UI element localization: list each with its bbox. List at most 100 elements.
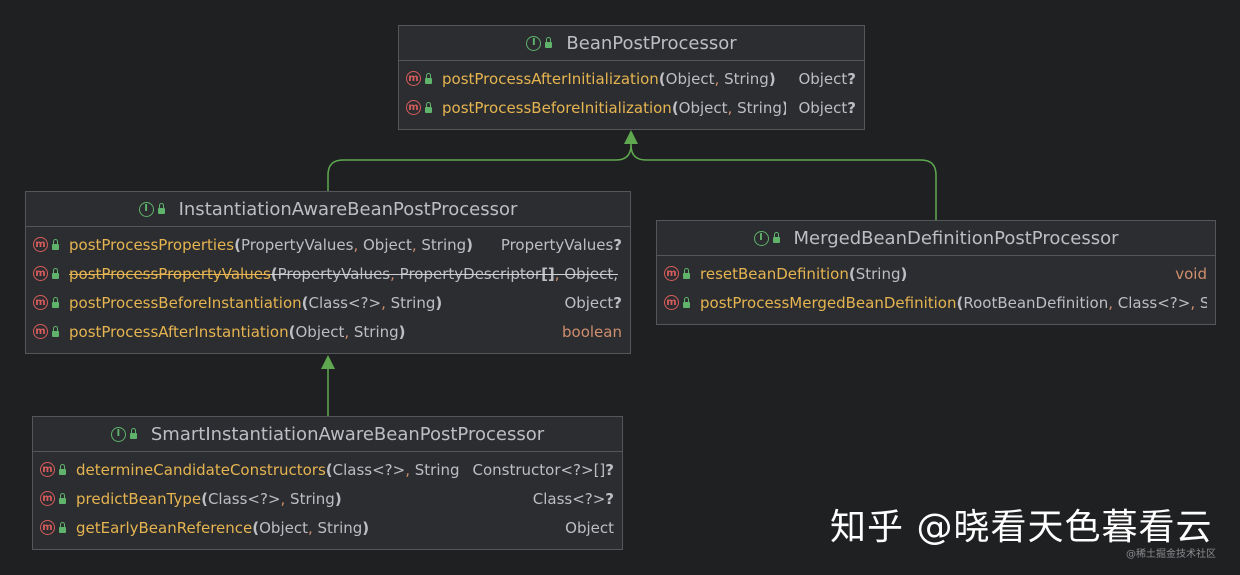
public-lock-icon xyxy=(545,37,553,48)
class-header: I SmartInstantiationAwareBeanPostProcess… xyxy=(33,417,622,452)
public-lock-icon xyxy=(157,203,165,214)
return-type: Class<?>? xyxy=(532,489,614,508)
method-row[interactable]: m predictBeanType(Class<?>, String) Clas… xyxy=(33,484,622,513)
public-lock-icon xyxy=(129,428,137,439)
class-name: InstantiationAwareBeanPostProcessor xyxy=(178,198,518,220)
method-row[interactable]: m postProcessBeforeInstantiation(Class<?… xyxy=(26,288,630,317)
method-name: postProcessAfterInitialization xyxy=(442,69,659,88)
watermark-zhihu: 知乎 @晓看天色暮看云 xyxy=(830,507,1213,548)
edge-iabpp-to-bpp xyxy=(327,140,632,191)
method-name: postProcessPropertyValues xyxy=(69,264,271,283)
return-type: PropertyValues? xyxy=(500,235,622,254)
method-row-deprecated[interactable]: m postProcessPropertyValues(PropertyValu… xyxy=(26,259,630,288)
return-type: Object? xyxy=(564,293,622,312)
method-row[interactable]: m resetBeanDefinition(String) void xyxy=(657,259,1215,288)
method-icon: m xyxy=(664,295,679,310)
return-type: Object? xyxy=(798,69,856,88)
method-icon: m xyxy=(33,266,48,281)
class-header: I BeanPostProcessor xyxy=(399,26,864,61)
public-lock-icon xyxy=(52,238,59,250)
interface-icon: I xyxy=(526,35,542,51)
class-box-merged-bean-definition-post-processor[interactable]: I MergedBeanDefinitionPostProcessor m re… xyxy=(656,220,1216,325)
method-row[interactable]: m postProcessProperties(PropertyValues, … xyxy=(26,230,630,259)
watermark-juejin: @稀土掘金技术社区 xyxy=(1126,549,1216,560)
param-type: Object xyxy=(678,98,728,117)
class-box-bean-post-processor[interactable]: I BeanPostProcessor m postProcessAfterIn… xyxy=(398,25,865,130)
interface-icon: I xyxy=(138,201,154,217)
method-icon: m xyxy=(406,100,421,115)
param-type: Class<?> xyxy=(207,489,281,508)
method-name: postProcessAfterInstantiation xyxy=(69,322,289,341)
public-lock-icon xyxy=(683,267,690,279)
return-type: Constructor<?>[]? xyxy=(472,460,614,479)
param-type: Object xyxy=(259,518,308,537)
param-type: String xyxy=(855,264,901,283)
method-icon: m xyxy=(40,491,55,506)
param-type: Object xyxy=(665,69,715,88)
param-type: Class<?> xyxy=(332,460,406,479)
method-icon: m xyxy=(40,520,55,535)
public-lock-icon xyxy=(59,492,66,504)
public-lock-icon xyxy=(772,232,780,243)
interface-icon: I xyxy=(110,426,126,442)
public-lock-icon xyxy=(59,521,66,533)
public-lock-icon xyxy=(425,72,432,84)
method-name: postProcessBeforeInitialization xyxy=(442,98,672,117)
class-box-instantiation-aware-bean-post-processor[interactable]: I InstantiationAwareBeanPostProcessor m … xyxy=(25,191,631,354)
param-type: Object xyxy=(295,322,345,341)
class-name: BeanPostProcessor xyxy=(566,32,737,54)
param-type: PropertyValues xyxy=(240,235,354,254)
param-type: Object xyxy=(363,235,412,254)
class-box-smart-instantiation-aware-bean-post-processor[interactable]: I SmartInstantiationAwareBeanPostProcess… xyxy=(32,416,623,550)
method-row[interactable]: m postProcessAfterInstantiation(Object, … xyxy=(26,317,630,346)
public-lock-icon xyxy=(52,325,59,337)
method-row[interactable]: m postProcessMergedBeanDefinition(RootBe… xyxy=(657,288,1215,317)
public-lock-icon xyxy=(425,101,432,113)
method-name: predictBeanType xyxy=(76,489,202,508)
class-header: I InstantiationAwareBeanPostProcessor xyxy=(26,192,630,227)
class-header: I MergedBeanDefinitionPostProcessor xyxy=(657,221,1215,256)
method-icon: m xyxy=(33,324,48,339)
return-type: boolean xyxy=(562,322,622,341)
method-row[interactable]: m postProcessBeforeInitialization(Object… xyxy=(399,93,864,122)
param-type: String xyxy=(414,460,460,479)
return-type: void xyxy=(1175,264,1207,283)
method-icon: m xyxy=(664,266,679,281)
method-name: postProcessProperties xyxy=(69,235,235,254)
param-type: String xyxy=(421,235,467,254)
method-row[interactable]: m getEarlyBeanReference(Object, String) … xyxy=(33,513,622,542)
method-name: determineCandidateConstructors xyxy=(76,460,326,479)
param-type: String xyxy=(737,98,782,117)
method-icon: m xyxy=(33,237,48,252)
param-type: Class<?> xyxy=(308,293,382,312)
interface-icon: I xyxy=(753,230,769,246)
method-name: postProcessBeforeInstantiation xyxy=(69,293,302,312)
param-type: St xyxy=(1200,294,1207,312)
public-lock-icon xyxy=(683,296,690,308)
method-icon: m xyxy=(33,295,48,310)
param-type: String xyxy=(290,489,335,508)
param-type: Object, xyxy=(564,264,618,283)
param-type: String xyxy=(317,518,363,537)
method-row[interactable]: m determineCandidateConstructors(Class<?… xyxy=(33,455,622,484)
return-type: Object? xyxy=(798,98,856,117)
class-name: MergedBeanDefinitionPostProcessor xyxy=(793,227,1119,249)
param-type: PropertyValues xyxy=(277,264,391,283)
arrow-to-bpp xyxy=(624,130,638,144)
param-type: PropertyDescriptor xyxy=(399,264,542,283)
method-row[interactable]: m postProcessAfterInitialization(Object,… xyxy=(399,64,864,93)
method-name: postProcessMergedBeanDefinition xyxy=(700,293,957,312)
edge-mbdpp-to-bpp xyxy=(630,144,937,220)
param-type: String xyxy=(390,293,436,312)
param-type: String xyxy=(353,322,399,341)
method-icon: m xyxy=(40,462,55,477)
param-type: String xyxy=(724,69,769,88)
method-name: resetBeanDefinition xyxy=(700,264,849,283)
param-type: Class<?> xyxy=(1117,293,1191,312)
class-name: SmartInstantiationAwareBeanPostProcessor xyxy=(150,423,545,445)
public-lock-icon xyxy=(59,463,66,475)
method-icon: m xyxy=(406,71,421,86)
param-type: RootBeanDefinition xyxy=(963,293,1109,312)
public-lock-icon xyxy=(52,296,59,308)
arrow-to-iabpp xyxy=(321,355,335,369)
